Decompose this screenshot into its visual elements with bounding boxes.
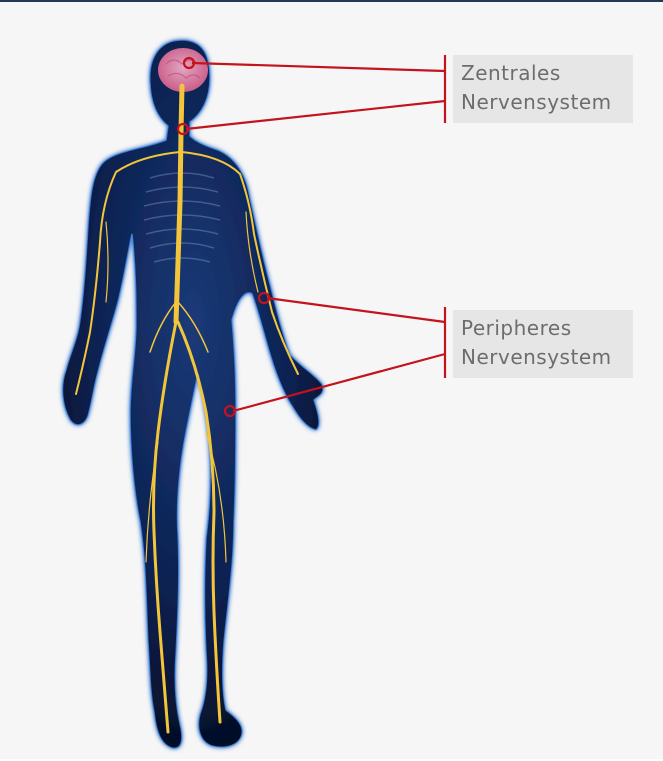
label-peripheral-nervous-system: Peripheres Nervensystem bbox=[453, 310, 633, 378]
body-silhouette bbox=[63, 40, 324, 748]
label-peripheral-line1: Peripheres bbox=[461, 314, 633, 343]
label-central-line1: Zentrales bbox=[461, 59, 633, 88]
label-peripheral-line2: Nervensystem bbox=[461, 343, 633, 372]
label-central-nervous-system: Zentrales Nervensystem bbox=[453, 55, 633, 123]
label-central-line2: Nervensystem bbox=[461, 88, 633, 117]
